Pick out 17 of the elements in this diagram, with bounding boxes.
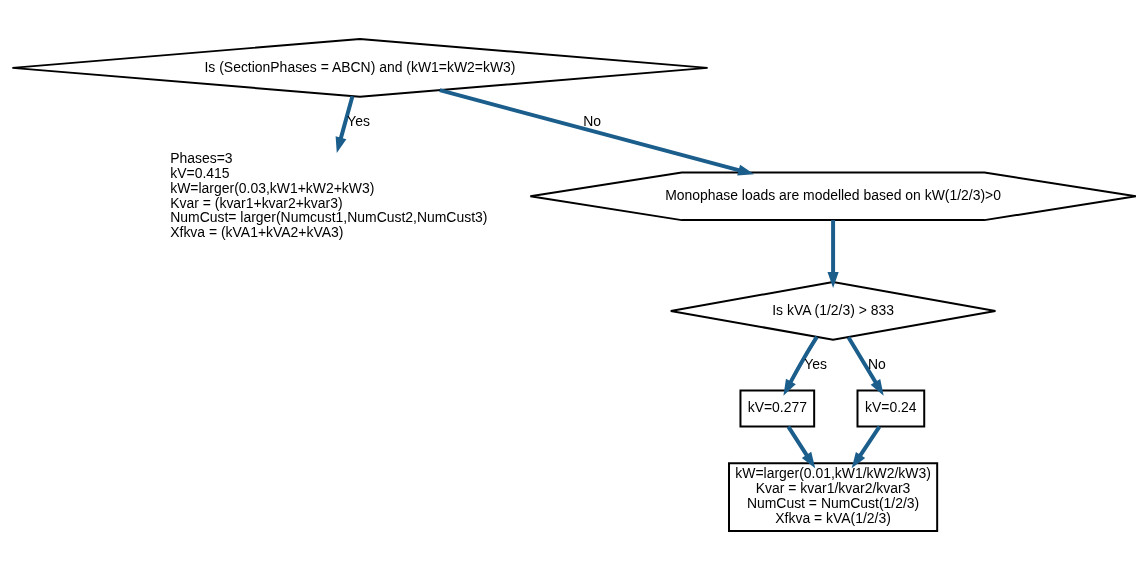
node-box: kV=0.277	[739, 389, 816, 428]
node-text: Phases=3 kV=0.415 kW=larger(0.03,kW1+kW2+kW3) Kvar = (kvar1+kvar2+kvar3) NumCust= larger(Numcust1,NumCust2,NumCust3) Xfkva = (kVA1+kVA2+kVA3)	[170, 149, 488, 241]
node-diamond: Is (SectionPhases = ABCN) and (kW1=kW2=kW3)	[11, 38, 709, 98]
edge-label: Yes	[347, 112, 370, 129]
arrow	[439, 88, 755, 176]
node-box: kV=0.24	[856, 389, 926, 428]
arrow	[786, 425, 816, 469]
arrow	[827, 220, 839, 288]
arrow	[851, 425, 882, 469]
node-diamond: Is kVA (1/2/3) > 833	[669, 281, 997, 341]
edge-label: No	[583, 112, 601, 129]
arrow	[846, 336, 884, 396]
edge-label: No	[868, 355, 886, 372]
arrow	[783, 335, 819, 396]
node-box: kW=larger(0.01,kW1/kW2/kW3) Kvar = kvar1/kvar2/kvar3 NumCust = NumCust(1/2/3) Xfkva = kVA(1/2/3)	[728, 462, 939, 532]
edge-label: Yes	[804, 355, 828, 372]
arrow	[335, 95, 355, 154]
